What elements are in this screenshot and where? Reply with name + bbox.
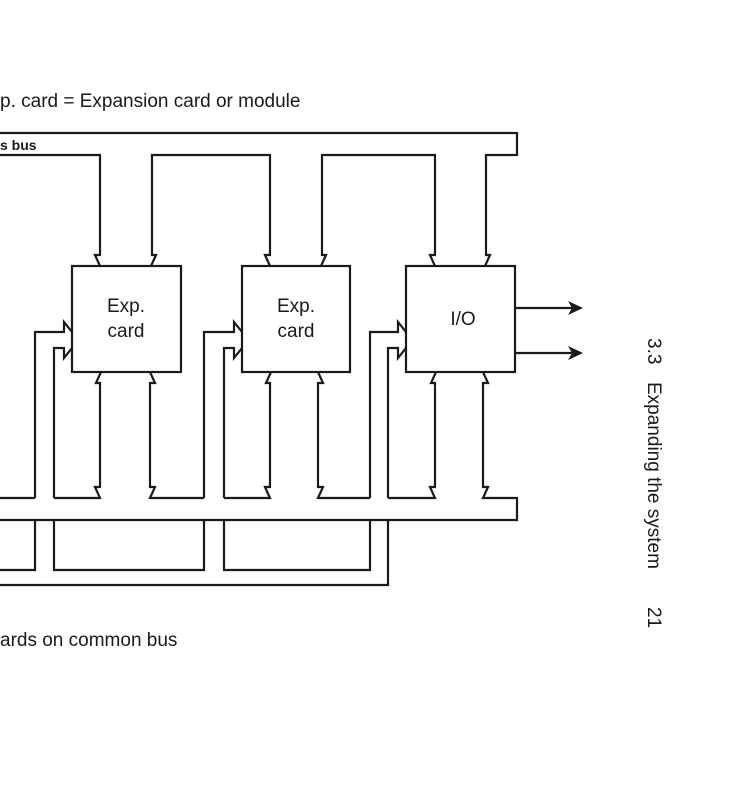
module-2-label-line2: card <box>278 321 315 342</box>
wire-module-io-inner <box>386 346 407 498</box>
wire-module-io-outer <box>368 318 407 498</box>
top-bus <box>0 131 519 267</box>
module-io-label: I/O <box>450 309 475 330</box>
lower-wire-1 <box>0 520 37 572</box>
wire-module-2-inner <box>222 346 243 498</box>
lower-wire-3 <box>222 520 372 572</box>
lower-wire-4 <box>0 520 390 587</box>
page-number: 21 <box>643 606 664 629</box>
module-2-label-line1: Exp. <box>277 296 315 317</box>
arrow-right-icon <box>568 346 583 360</box>
module-box-1 <box>70 264 183 374</box>
module-1-label-line2: card <box>108 321 145 342</box>
module-box-io <box>404 264 517 374</box>
wire-module-1-inner <box>52 346 73 498</box>
module-1-label-line1: Exp. <box>107 296 145 317</box>
section-number: 3.3 <box>643 338 664 365</box>
running-header: 3.3Expanding the system 21 <box>642 338 664 628</box>
wire-module-1-outer <box>33 318 73 498</box>
bottom-bus <box>0 371 519 522</box>
section-title: Expanding the system <box>643 382 664 569</box>
legend-text: p. card = Expansion card or module <box>0 91 301 112</box>
top-bus-label: s bus <box>0 137 37 153</box>
lower-wire-2 <box>52 520 206 572</box>
module-box-2 <box>240 264 352 374</box>
figure-caption: ards on common bus <box>0 630 178 651</box>
arrow-right-icon <box>568 301 583 315</box>
wire-module-2-outer <box>202 318 243 498</box>
